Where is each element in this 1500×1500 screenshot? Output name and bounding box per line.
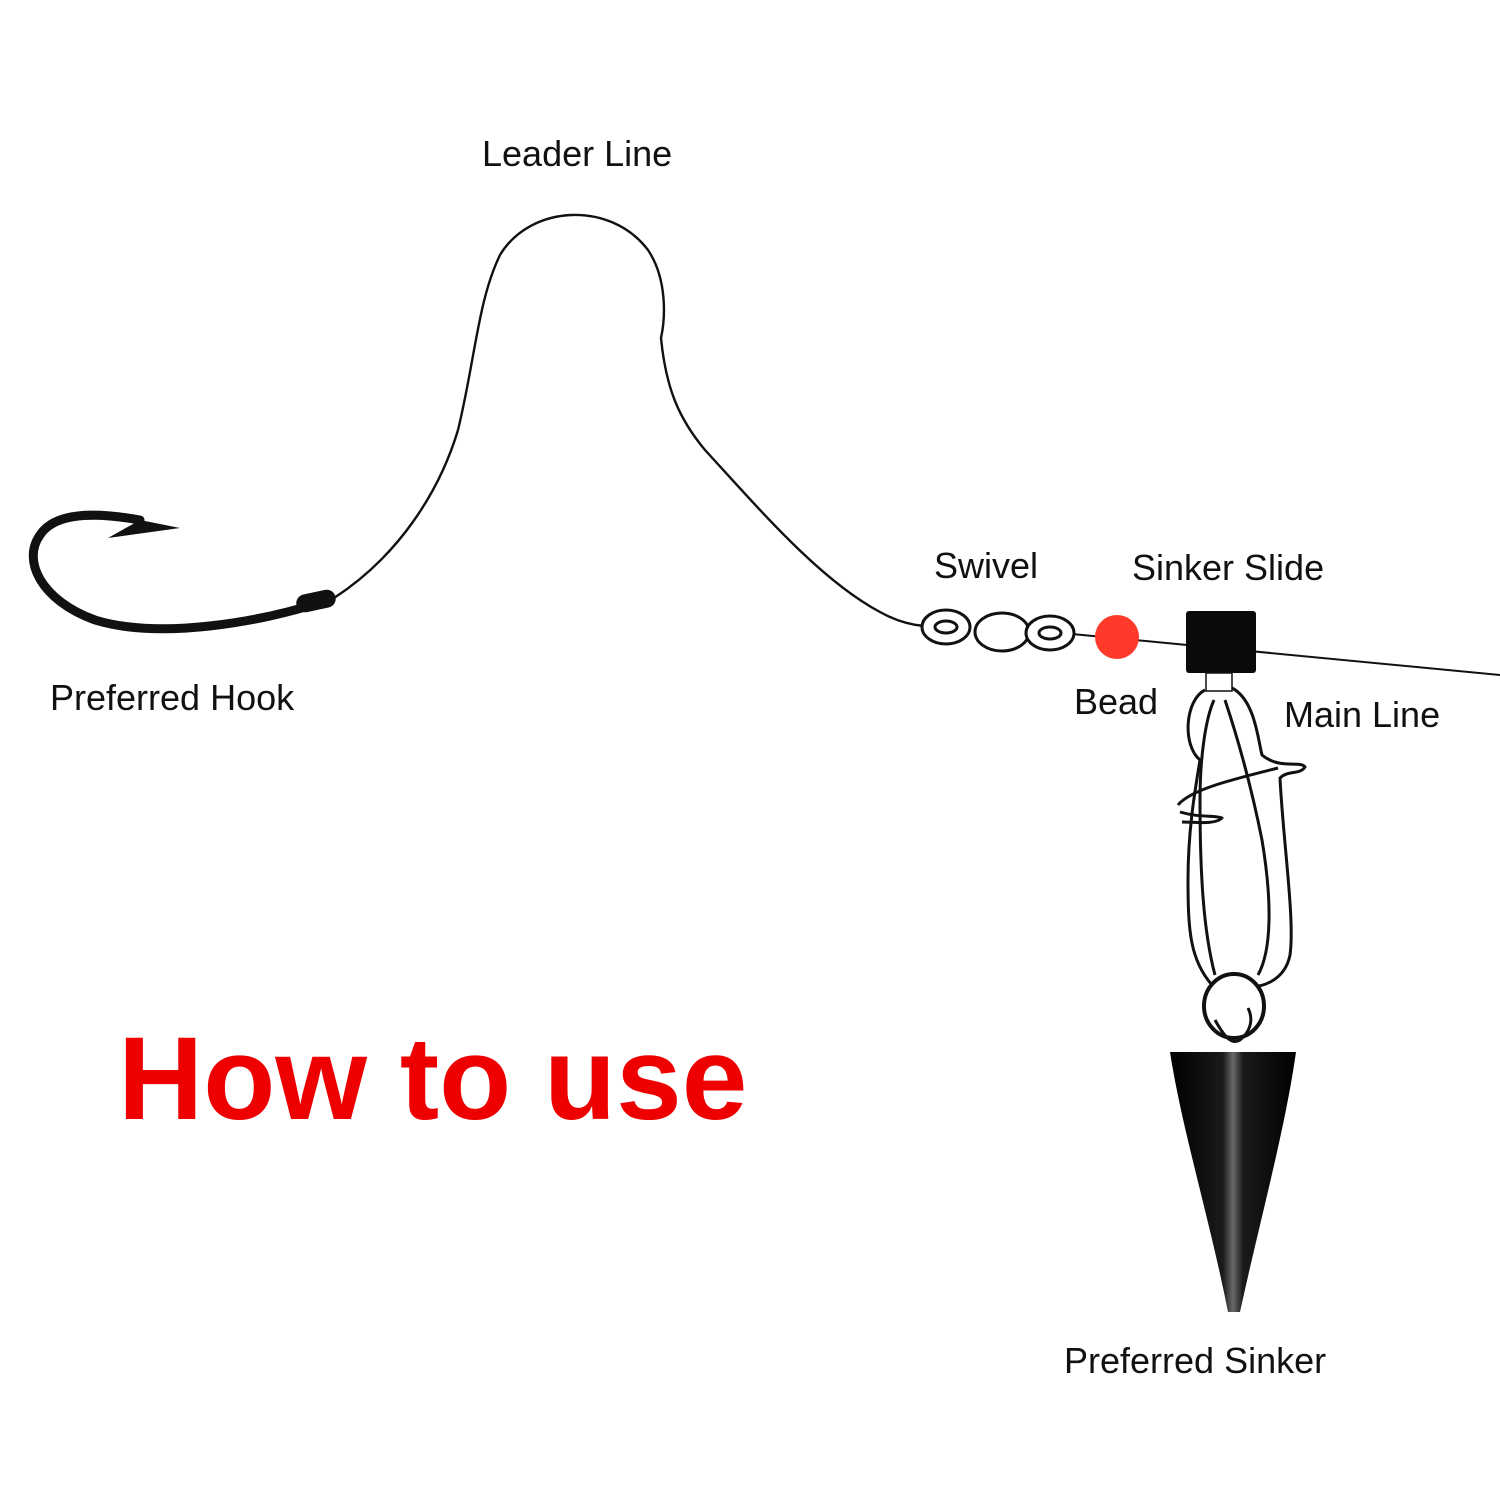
leader-line: [333, 213, 925, 628]
label-preferred-hook: Preferred Hook: [50, 677, 295, 718]
label-leader-line: Leader Line: [482, 133, 673, 174]
label-swivel: Swivel: [934, 545, 1039, 586]
snap-clip-icon: [1176, 686, 1307, 1044]
label-sinker-slide: Sinker Slide: [1132, 547, 1325, 588]
bead-icon: [1095, 615, 1139, 659]
label-preferred-sinker: Preferred Sinker: [1064, 1340, 1327, 1381]
page-title: How to use: [118, 1013, 748, 1145]
label-bead: Bead: [1074, 681, 1159, 722]
cone-sinker-icon: [1170, 1052, 1296, 1312]
fishing-hook-icon: [28, 510, 336, 634]
label-main-line: Main Line: [1284, 694, 1441, 735]
barrel-swivel-icon: [920, 608, 1076, 653]
sinker-slide-icon: [1186, 611, 1256, 692]
